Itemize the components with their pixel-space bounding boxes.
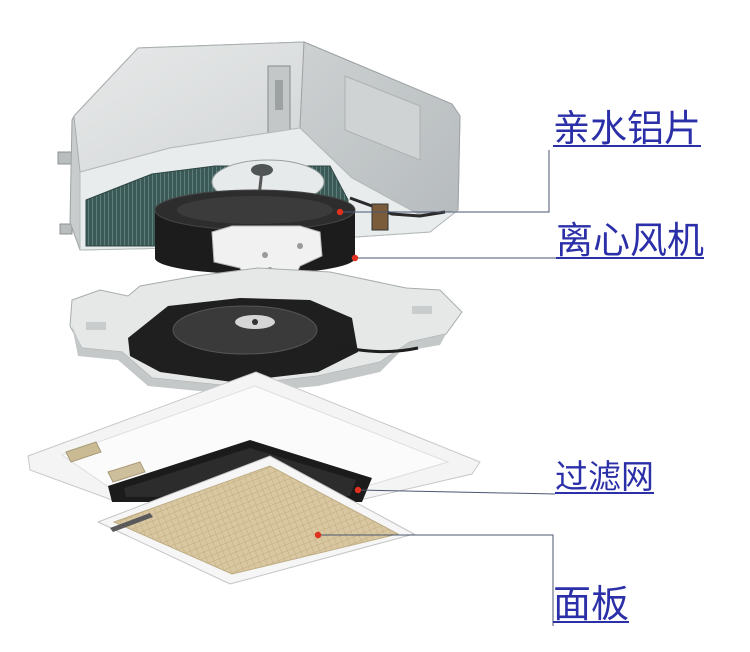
fan-frame-cable [334,344,419,354]
marker-fan [351,254,359,262]
housing-side-panel [344,75,421,161]
centrifugal-fan [154,189,356,285]
housing-bracket-left-lower [59,223,73,235]
label-hydrophilic-fins: 亲水铝片 [553,107,701,150]
fan-frame-tab-left [86,322,106,330]
wire-connector [371,203,389,231]
label-filter: 过滤网 [555,457,654,496]
leader-line-fins [340,150,550,213]
label-centrifugal-fan: 离心风机 [556,219,704,262]
fan-frame-impeller [172,305,318,355]
grille-mesh [112,465,400,575]
marker-panel [314,531,322,539]
hanger-bracket-slot [275,80,283,110]
fan-frame [69,267,463,394]
housing-bracket-left [57,151,73,165]
panel-frame-inner [60,385,450,489]
fan-frame-shading [72,326,446,394]
bracket-hole [297,243,303,249]
fan-frame-hub-center [252,319,258,325]
grille-brand-strip [110,513,153,532]
marker-fins [336,208,344,216]
label-panel: 面板 [553,582,630,626]
fan-blade-ring [177,196,333,224]
leader-line-panel [318,534,554,626]
housing [57,41,461,251]
panel-vent-left [65,441,102,463]
fan-frame-tab-right [412,306,432,314]
marker-filter [354,486,362,494]
leader-line-filter [357,489,556,495]
wiring [349,196,446,218]
bracket-hole [262,252,268,258]
panel-vent-front [107,461,146,483]
grille-panel [96,455,416,585]
